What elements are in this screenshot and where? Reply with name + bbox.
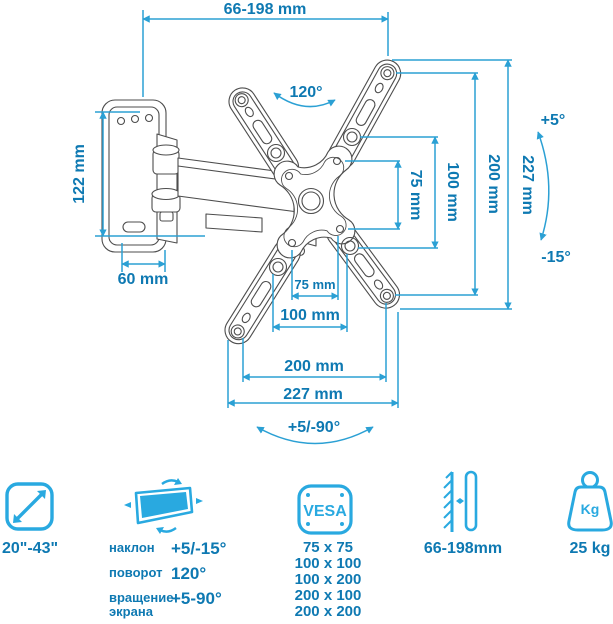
dim-vertical-75 bbox=[345, 160, 402, 230]
dim-vertical-227 bbox=[392, 59, 512, 310]
screen-size-icon bbox=[5, 482, 54, 531]
tilt-swivel-icon bbox=[124, 478, 203, 534]
vesa-size: 100 x 100 bbox=[294, 555, 362, 572]
label-vesa-v100: 100 mm bbox=[444, 162, 461, 222]
arm-grommets bbox=[266, 127, 362, 277]
movement-row-name: вращение экрана bbox=[109, 590, 174, 619]
movement-row-value: +5/-15° bbox=[171, 539, 227, 558]
dim-vertical-100 bbox=[358, 136, 439, 249]
vesa-size: 100 x 200 bbox=[294, 571, 362, 588]
movement-row-value: +5-90° bbox=[171, 589, 222, 608]
vesa-size: 75 x 75 bbox=[302, 539, 354, 556]
label-vesa-v200: 200 mm bbox=[485, 154, 502, 214]
rotation-arc bbox=[256, 426, 374, 445]
tilt-arc bbox=[536, 131, 550, 241]
vesa-icon-label: VESA bbox=[303, 503, 347, 520]
dim-horizontal-200 bbox=[242, 303, 387, 382]
wall-distance-label: 66-198mm bbox=[423, 540, 503, 557]
label-vesa-h227: 227 mm bbox=[283, 386, 343, 403]
vesa-size-list: 75 x 75 100 x 100 100 x 200 200 x 100 20… bbox=[288, 540, 368, 620]
movement-spec-table: наклон +5/-15° поворот 120° вращение экр… bbox=[109, 539, 229, 619]
movement-row-name: наклон bbox=[109, 540, 155, 555]
weight-icon: Kg bbox=[567, 471, 613, 532]
label-plate-height: 122 mm bbox=[71, 144, 88, 204]
label-vesa-v75: 75 mm bbox=[407, 170, 424, 221]
swivel-arc bbox=[273, 92, 336, 108]
movement-row-name: поворот bbox=[109, 565, 163, 580]
mount-line-art bbox=[101, 59, 402, 345]
wall-plate bbox=[101, 99, 181, 253]
vesa-plate bbox=[273, 145, 356, 259]
dim-plate-height bbox=[95, 111, 205, 237]
dim-horizontal-100 bbox=[272, 254, 348, 332]
dim-vertical-200 bbox=[395, 72, 479, 296]
label-vesa-h75: 75 mm bbox=[294, 277, 335, 292]
wall-distance-icon bbox=[443, 470, 478, 532]
dim-plate-width bbox=[121, 243, 166, 272]
label-plate-width: 60 mm bbox=[118, 271, 169, 288]
screen-size-label: 20"-43" bbox=[1, 540, 59, 557]
movement-row-value: 120° bbox=[171, 564, 207, 583]
vesa-size: 200 x 100 bbox=[294, 587, 362, 604]
dim-extension-range bbox=[142, 10, 389, 97]
label-tilt-down: -15° bbox=[541, 249, 571, 266]
weight-label: 25 kg bbox=[569, 540, 611, 557]
label-vesa-h200: 200 mm bbox=[284, 358, 344, 375]
label-tilt-up: +5° bbox=[541, 112, 566, 129]
label-vesa-v227: 227 mm bbox=[519, 155, 536, 215]
mount-diagram: 66-198 mm 122 mm 60 mm 120° 75 mm 100 mm… bbox=[71, 1, 571, 445]
label-extension-range: 66-198 mm bbox=[224, 1, 307, 18]
label-rotation-range: +5/-90° bbox=[288, 419, 340, 436]
weight-icon-label: Kg bbox=[581, 501, 600, 517]
dim-horizontal-75 bbox=[291, 236, 339, 300]
vesa-size: 200 x 200 bbox=[294, 603, 362, 620]
dimension-lines bbox=[95, 10, 550, 445]
label-vesa-h100: 100 mm bbox=[280, 307, 340, 324]
label-swivel-angle: 120° bbox=[289, 84, 322, 101]
vesa-icon: VESA bbox=[297, 484, 353, 535]
dimension-labels: 66-198 mm 122 mm 60 mm 120° 75 mm 100 mm… bbox=[71, 1, 571, 436]
dim-horizontal-227 bbox=[227, 312, 399, 408]
